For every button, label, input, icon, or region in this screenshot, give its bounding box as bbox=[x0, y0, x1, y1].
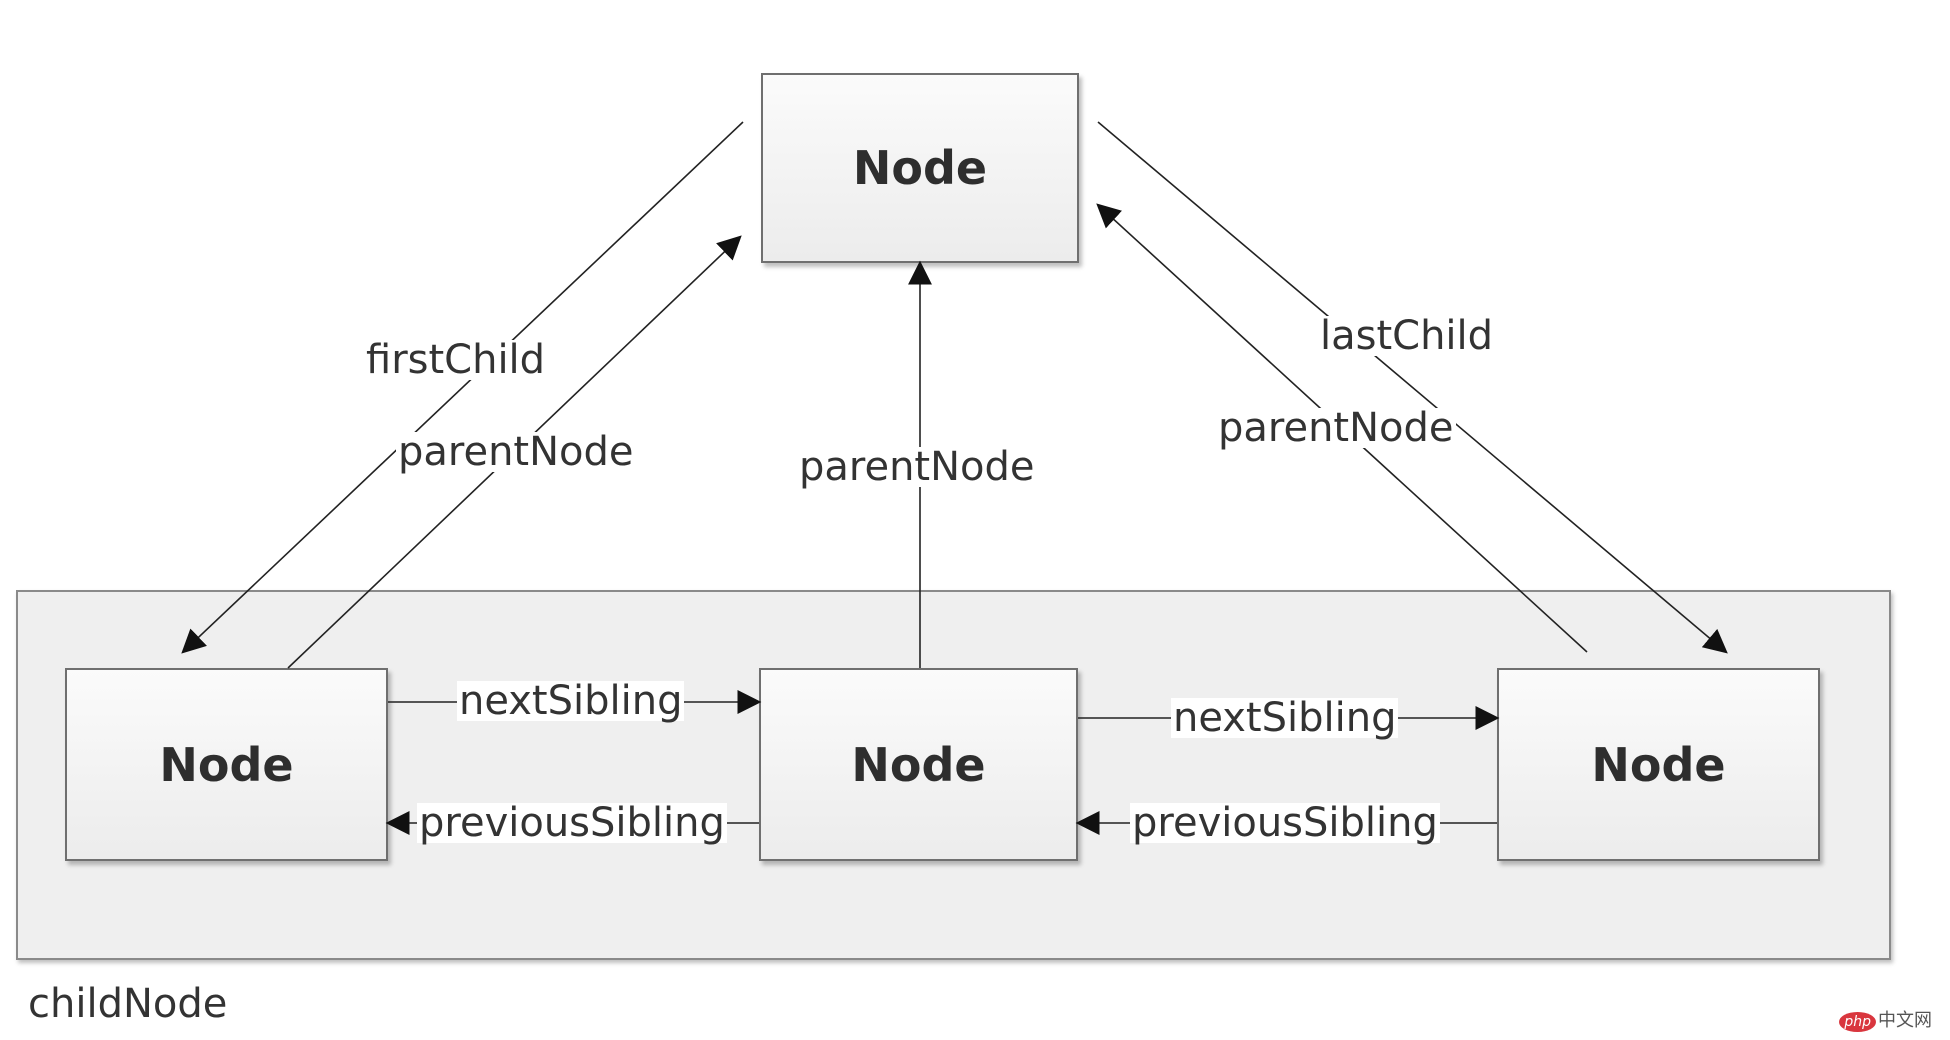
php-logo: php bbox=[1839, 1012, 1876, 1032]
watermark-text: 中文网 bbox=[1878, 1010, 1932, 1031]
node-parent: Node bbox=[761, 73, 1079, 263]
label-parent-node-middle: parentNode bbox=[797, 444, 1037, 490]
node-middle-child: Node bbox=[759, 668, 1078, 861]
label-parent-node-left: parentNode bbox=[396, 429, 636, 475]
label-last-child: lastChild bbox=[1318, 313, 1496, 359]
node-first-child: Node bbox=[65, 668, 388, 861]
edge-last-child bbox=[1097, 121, 1728, 654]
group-label-child-node: childNode bbox=[28, 981, 228, 1027]
label-previous-sibling-1: previousSibling bbox=[417, 800, 727, 846]
edge-first-child bbox=[181, 121, 744, 654]
label-previous-sibling-2: previousSibling bbox=[1130, 800, 1440, 846]
label-next-sibling-2: nextSibling bbox=[1171, 695, 1399, 741]
label-parent-node-right: parentNode bbox=[1216, 405, 1456, 451]
label-next-sibling-1: nextSibling bbox=[457, 678, 685, 724]
node-last-child: Node bbox=[1497, 668, 1820, 861]
label-first-child: firstChild bbox=[364, 337, 548, 383]
